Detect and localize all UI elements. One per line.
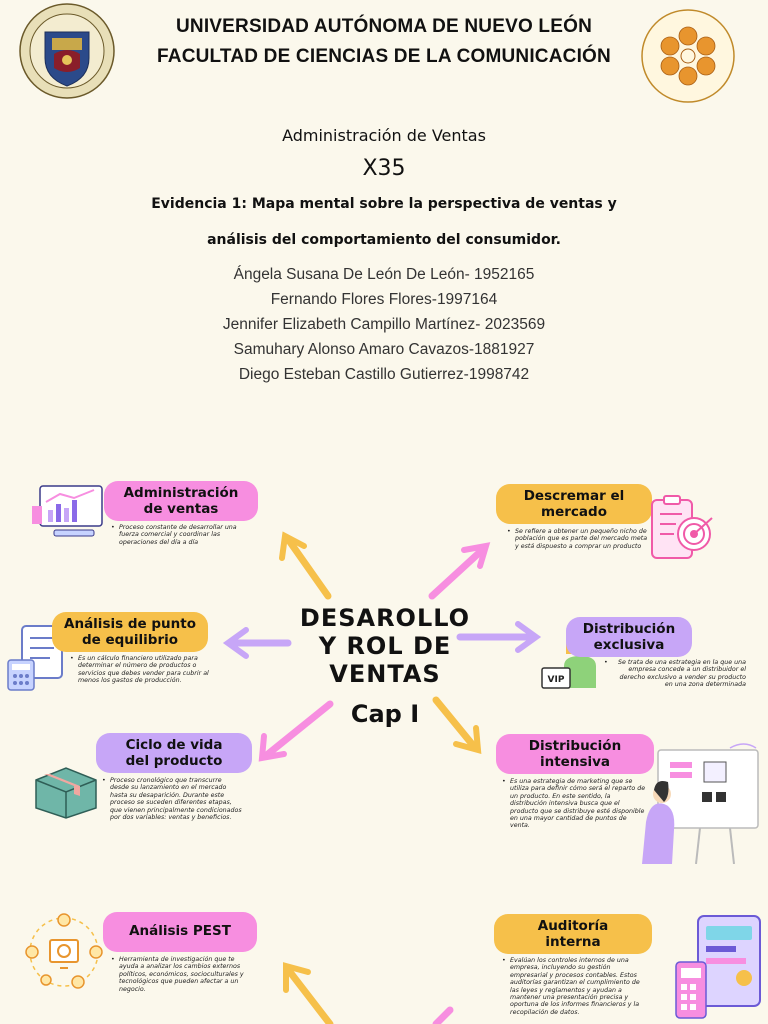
author-3: Jennifer Elizabeth Campillo Martínez- 20… — [222, 316, 546, 333]
evidence-title-line2: análisis del comportamiento del consumid… — [207, 232, 561, 248]
checklist-target-icon — [646, 494, 718, 562]
chapter-label: Cap I — [350, 700, 420, 728]
topic-intensiva-desc: • Es una estrategia de marketing que se u… — [502, 778, 646, 830]
author-1: Ángela Susana De León De León- 1952165 — [233, 266, 535, 283]
topic-auditoria-title-l1: Auditoría — [537, 918, 609, 934]
topic-equilibrio-title-l1: Análisis de punto — [64, 616, 196, 632]
topic-descremar-title: Descremar el mercado — [496, 484, 652, 524]
bullet: • — [70, 655, 74, 662]
topic-admin-title: Administración de ventas — [104, 481, 258, 521]
topic-auditoria-title-l2: interna — [545, 934, 601, 950]
topic-descremar-title-l1: Descremar el — [523, 488, 625, 504]
faculty-name: FACULTAD DE CIENCIAS DE LA COMUNICACIÓN — [157, 46, 611, 67]
topic-admin-desc-text: Proceso constante de desarrollar una fue… — [119, 524, 237, 546]
topic-exclusiva-desc-text: Se trata de una estrategia en la que una… — [617, 659, 746, 689]
bullet: • — [102, 777, 106, 784]
topic-ciclo-title-l1: Ciclo de vida — [125, 737, 223, 753]
topic-ciclo-desc: • Proceso cronológico que transcurre desd… — [102, 777, 242, 822]
pest-gear-icon — [24, 912, 104, 992]
topic-auditoria-desc-text: Evalúan los controles internos de una em… — [510, 957, 640, 1016]
topic-admin-title-l1: Administración — [123, 485, 239, 501]
uanl-logo — [18, 2, 116, 100]
topic-pest-desc-text: Herramienta de investigación que te ayud… — [119, 956, 244, 993]
svg-text:VIP: VIP — [548, 675, 565, 685]
topic-descremar-desc: • Se refiere a obtener un pequeño nicho d… — [507, 528, 651, 550]
topic-intensiva-title-l2: intensiva — [539, 754, 611, 770]
package-box-icon — [30, 762, 102, 820]
mind-map-center-title: DESAROLLO Y ROL DE VENTAS — [260, 604, 510, 688]
bullet: • — [111, 524, 115, 531]
presentation-board-illustration — [640, 740, 762, 865]
author-5: Diego Esteban Castillo Gutierrez-1998742 — [238, 366, 530, 383]
bullet: • — [111, 956, 115, 963]
center-title-line3: VENTAS — [329, 660, 441, 688]
bullet: • — [502, 957, 506, 964]
bullet: • — [507, 528, 511, 535]
report-calculator-icon — [674, 912, 764, 1022]
topic-equilibrio-desc: • Es un cálculo financiero utilizado para… — [70, 655, 210, 685]
fcc-logo — [640, 8, 736, 104]
bullet: • — [502, 778, 506, 785]
topic-admin-title-l2: de ventas — [143, 501, 219, 517]
bullet: • — [604, 659, 608, 666]
topic-exclusiva-desc: • Se trata de una estrategia en la que un… — [604, 659, 746, 689]
analytics-illustration — [28, 484, 108, 544]
topic-ciclo-desc-text: Proceso cronológico que transcurre desde… — [110, 777, 242, 822]
topic-intensiva-title: Distribución intensiva — [496, 734, 654, 774]
university-name: UNIVERSIDAD AUTÓNOMA DE NUEVO LEÓN — [175, 16, 593, 37]
topic-intensiva-title-l1: Distribución — [528, 738, 622, 754]
topic-equilibrio-title-l2: de equilibrio — [81, 632, 179, 648]
center-title-line1: DESAROLLO — [299, 604, 471, 632]
evidence-title-line1: Evidencia 1: Mapa mental sobre la perspe… — [151, 196, 617, 212]
topic-exclusiva-title-l1: Distribución — [582, 621, 676, 637]
topic-equilibrio-desc-text: Es un cálculo financiero utilizado para … — [78, 655, 209, 685]
topic-pest-desc: • Herramienta de investigación que te ayu… — [111, 956, 253, 993]
group-code: X35 — [362, 156, 406, 181]
topic-pest-title-l1: Análisis PEST — [129, 923, 231, 939]
topic-auditoria-desc: • Evalúan los controles internos de una e… — [502, 957, 646, 1016]
author-2: Fernando Flores Flores-1997164 — [270, 291, 498, 308]
author-4: Samuhary Alonso Amaro Cavazos-1881927 — [233, 341, 535, 358]
topic-exclusiva-title: Distribución exclusiva — [566, 617, 692, 657]
topic-equilibrio-title: Análisis de punto de equilibrio — [52, 612, 208, 652]
topic-exclusiva-title-l2: exclusiva — [593, 637, 665, 653]
topic-intensiva-desc-text: Es una estrategia de marketing que se ut… — [510, 778, 646, 830]
topic-descremar-title-l2: mercado — [541, 504, 607, 520]
topic-ciclo-title: Ciclo de vida del producto — [96, 733, 252, 773]
topic-pest-title: Análisis PEST — [103, 912, 257, 952]
topic-auditoria-title: Auditoría interna — [494, 914, 652, 954]
topic-ciclo-title-l2: del producto — [125, 753, 223, 769]
center-title-line2: Y ROL DE — [318, 632, 452, 660]
subject-name: Administración de Ventas — [282, 126, 486, 145]
topic-admin-desc: • Proceso constante de desarrollar una fu… — [111, 524, 253, 546]
topic-descremar-desc-text: Se refiere a obtener un pequeño nicho de… — [515, 528, 648, 550]
